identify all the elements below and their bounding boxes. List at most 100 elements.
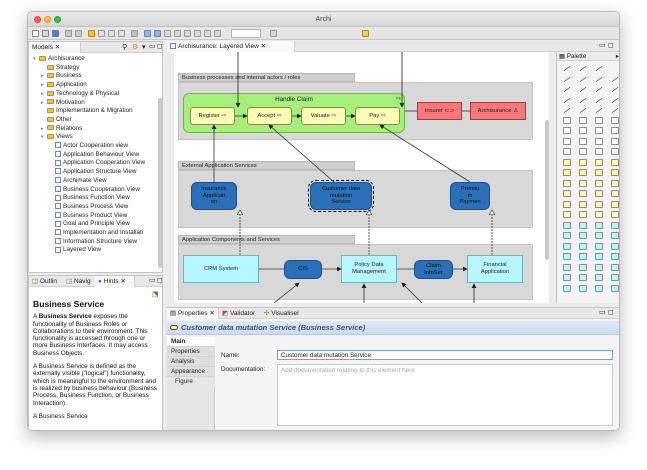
collapse-icon[interactable]: ▸ <box>615 53 619 60</box>
align-center-icon[interactable] <box>174 30 181 37</box>
service-cis[interactable]: CIS <box>284 260 322 279</box>
tree-item-view[interactable]: Application Behaviour View <box>49 151 139 160</box>
expand-arrow-icon[interactable]: ▸ <box>41 99 44 106</box>
palette-tool-icon[interactable] <box>579 65 587 72</box>
palette-tool-icon[interactable] <box>579 221 587 229</box>
palette-tool-icon[interactable] <box>563 107 571 114</box>
service-insurance-application[interactable]: Insurance Applicati on <box>191 182 237 210</box>
palette-tool-icon[interactable] <box>595 242 603 250</box>
palette-tool-icon[interactable] <box>595 97 603 103</box>
tree-item-view[interactable]: Business Cooperation View <box>49 186 140 195</box>
zoom-dropdown[interactable] <box>231 29 261 38</box>
palette-tool-icon[interactable] <box>611 211 619 218</box>
palette-tool-icon[interactable] <box>611 200 619 208</box>
palette-tool-icon[interactable] <box>595 263 603 271</box>
palette-tool-icon[interactable] <box>611 263 619 271</box>
palette-tool-icon[interactable] <box>579 169 587 176</box>
menu-icon[interactable]: ▾ <box>142 44 146 51</box>
palette-tool-icon[interactable] <box>611 253 619 260</box>
palette-tool-icon[interactable] <box>611 76 619 82</box>
palette-tool-icon[interactable] <box>579 148 587 155</box>
nav-properties[interactable]: Properties <box>167 347 215 357</box>
minimize-window-button[interactable] <box>44 16 51 23</box>
new-icon[interactable] <box>32 30 39 37</box>
align-bottom-icon[interactable] <box>214 30 221 37</box>
palette-tool-icon[interactable] <box>579 137 587 145</box>
paste-icon[interactable] <box>118 30 125 37</box>
palette-tool-icon[interactable] <box>611 86 619 93</box>
pin-icon[interactable]: ⬔ <box>152 291 159 298</box>
component-crm-system[interactable]: CRM System <box>183 255 259 283</box>
palette-tool-icon[interactable] <box>563 211 571 218</box>
close-icon[interactable]: ✕ <box>209 310 215 317</box>
tree-item-view[interactable]: Implementation and Installati <box>49 229 143 238</box>
expand-arrow-icon[interactable]: ▸ <box>41 90 44 97</box>
service-claim-infoserv[interactable]: Claim InfoSer <box>414 260 453 279</box>
diagram-canvas[interactable]: Business processes and internal actors /… <box>174 52 549 303</box>
expand-arrow-icon[interactable]: ▸ <box>41 125 44 132</box>
tree-item-view[interactable]: Goal and Principle View <box>49 220 130 229</box>
close-window-button[interactable] <box>34 16 41 23</box>
tree-item-folder[interactable]: ▸Business <box>41 72 82 81</box>
minimize-icon[interactable]: ▭ <box>149 277 156 284</box>
nav-main[interactable]: Main <box>167 337 215 347</box>
nav-figure[interactable]: Figure <box>167 377 215 387</box>
palette-tool-icon[interactable] <box>563 148 571 155</box>
tree-item-view[interactable]: Information Structure View <box>49 238 137 247</box>
palette-tool-icon[interactable] <box>595 107 603 114</box>
tab-navigator[interactable]: ◲ Navig <box>66 278 91 285</box>
properties-icon[interactable] <box>144 30 151 37</box>
palette-tool-icon[interactable] <box>579 200 587 208</box>
palette-tool-icon[interactable] <box>611 221 619 229</box>
tab-validator[interactable]: ◩ Validator <box>222 310 256 317</box>
palette-tool-icon[interactable] <box>563 190 571 197</box>
palette-tool-icon[interactable] <box>579 86 587 93</box>
palette-tool-icon[interactable] <box>595 274 603 281</box>
palette-tool-icon[interactable] <box>563 116 571 124</box>
palette-tool-icon[interactable] <box>611 137 619 145</box>
palette-tool-icon[interactable] <box>563 284 571 292</box>
tree-item-view[interactable]: Application Structure View <box>49 168 136 177</box>
role-insurer[interactable]: Insurer ⊂⊃ <box>417 102 462 120</box>
palette-tool-icon[interactable] <box>563 86 571 93</box>
palette-tool-icon[interactable] <box>563 97 571 103</box>
tree-item-folder[interactable]: ▸Application <box>41 81 87 90</box>
palette-tool-icon[interactable] <box>579 242 587 250</box>
palette-tool-icon[interactable] <box>595 284 603 292</box>
palette-tool-icon[interactable] <box>579 274 587 281</box>
expand-arrow-icon[interactable]: ▾ <box>41 134 44 141</box>
delete-icon[interactable] <box>131 30 138 37</box>
palette-tool-icon[interactable] <box>579 158 587 166</box>
filter-icon[interactable]: ⚙ <box>132 44 139 51</box>
search-icon[interactable]: ⚲ <box>122 44 128 51</box>
tab-layered-view[interactable]: Archisurance: Layered View ✕ <box>167 41 295 52</box>
palette-tool-icon[interactable] <box>563 65 571 72</box>
palette-tool-icon[interactable] <box>595 179 603 187</box>
tree-item-folder[interactable]: Implementation & Migration <box>41 107 133 116</box>
zoom-window-button[interactable] <box>54 16 61 23</box>
documentation-textarea[interactable]: Add documentation relating to this eleme… <box>277 364 613 426</box>
palette-tool-icon[interactable] <box>595 200 603 208</box>
palette-tool-icon[interactable] <box>579 211 587 218</box>
palette-tool-icon[interactable] <box>595 253 603 260</box>
open-icon[interactable] <box>42 30 49 37</box>
close-icon[interactable]: ✕ <box>260 43 267 50</box>
maximize-icon[interactable]: ◻ <box>157 277 163 284</box>
palette-tool-icon[interactable] <box>563 263 571 271</box>
tree-item-view[interactable]: Business Function View <box>49 194 130 203</box>
layout-icon[interactable] <box>154 30 161 37</box>
redo-icon[interactable] <box>75 30 82 37</box>
palette-tool-icon[interactable] <box>611 190 619 197</box>
palette-tool-icon[interactable] <box>595 190 603 197</box>
palette-tool-icon[interactable] <box>611 274 619 281</box>
process-register[interactable]: Register ⇨ <box>190 107 235 125</box>
component-policy-data-management[interactable]: Policy Data Management <box>341 255 397 283</box>
palette-tool-icon[interactable] <box>595 232 603 239</box>
expand-arrow-icon[interactable]: ▾ <box>33 56 36 62</box>
palette-tool-icon[interactable] <box>563 127 571 134</box>
palette-tool-icon[interactable] <box>595 158 603 166</box>
tree-item-view[interactable]: Business Product View <box>49 212 127 221</box>
palette-tool-icon[interactable] <box>595 211 603 218</box>
component-financial-application[interactable]: Financial Application <box>467 255 523 283</box>
tab-hints[interactable]: ● Hints ✕ <box>95 276 135 287</box>
